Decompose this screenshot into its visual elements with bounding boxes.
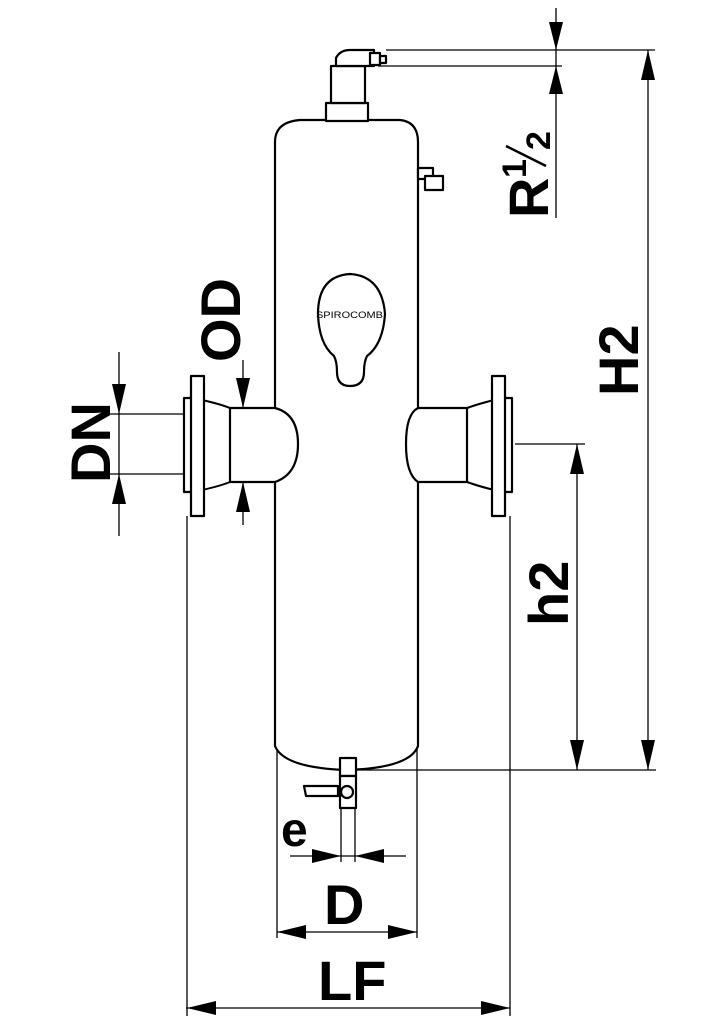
label-r-half: R 1 2 (496, 131, 560, 218)
label-dn: DN (59, 402, 122, 483)
dimension-arrows (112, 22, 655, 1015)
left-nozzle (182, 374, 300, 518)
top-air-vent (324, 48, 388, 123)
label-lf: LF (318, 949, 386, 1012)
svg-text:R: R (497, 178, 560, 218)
right-nozzle (404, 374, 514, 518)
logo-text: SPIROCOMBI (316, 310, 386, 321)
label-h2-inlet: h2 (517, 561, 580, 626)
vessel: SPIROCOMBI (182, 48, 514, 810)
side-plug (416, 166, 445, 192)
label-e: e (281, 804, 308, 857)
spirocombi-logo-badge: SPIROCOMBI (316, 272, 387, 388)
drain-valve (302, 756, 358, 810)
label-od: OD (189, 278, 252, 362)
label-h2-height: H2 (587, 324, 650, 396)
svg-text:2: 2 (520, 131, 558, 150)
svg-text:1: 1 (496, 159, 534, 178)
dimension-labels: R 1 2 H2 OD DN h2 e D LF (59, 131, 650, 1012)
vessel-body (273, 118, 420, 772)
label-d: D (324, 873, 364, 936)
